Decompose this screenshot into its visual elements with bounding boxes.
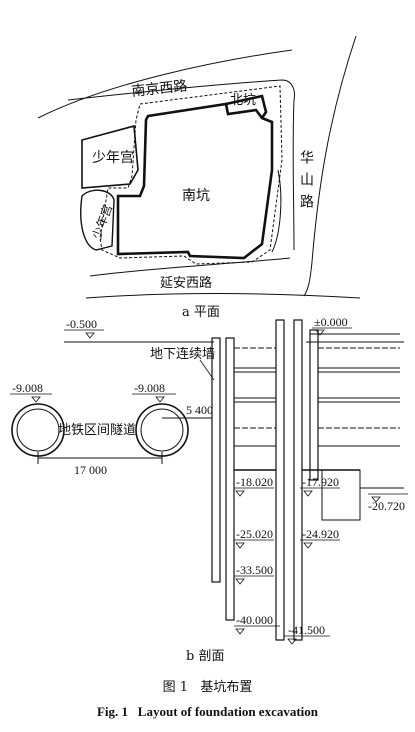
section-view	[10, 319, 408, 641]
label-subway-tunnel: 地铁区间隧道	[58, 422, 136, 438]
north-pit-outline	[225, 94, 268, 119]
elev-33500: -33.500	[236, 563, 273, 577]
label-south-pit: 南坑	[182, 188, 210, 204]
youth-palace-small-outline	[80, 189, 115, 251]
label-yanan-road: 延安西路	[160, 275, 212, 291]
site-boundary-dashed	[99, 85, 283, 265]
plan-view	[37, 35, 361, 299]
caption-english: Fig. 1 Layout of foundation excavation	[0, 704, 415, 720]
dim-tunnel-spacing: 17 000	[74, 463, 107, 477]
strut-levels	[234, 347, 400, 447]
diaphragm-wall-right-outer	[309, 329, 319, 481]
wall-label-leader	[199, 359, 215, 381]
label-nanjing-road: 南京西路	[131, 78, 188, 100]
elev-ground-right: ±0.000	[314, 315, 348, 329]
elev-20720: -20.720	[368, 499, 405, 513]
tunnel-right-outer	[135, 403, 189, 457]
diaphragm-wall-left-inner	[225, 337, 235, 621]
tunnel-left-inner	[16, 408, 60, 452]
label-diaphragm-wall: 地下连续墙	[150, 346, 215, 362]
caption-en-text: Layout of foundation excavation	[137, 704, 319, 719]
elev-24920: -24.920	[302, 527, 339, 541]
elev-ground-left: -0.500	[66, 317, 97, 331]
diaphragm-wall-middle	[275, 319, 285, 641]
yanan-road-curb-top	[89, 257, 291, 277]
section-subtitle: b 剖面	[186, 649, 224, 664]
yanan-road-curb-bottom	[85, 293, 361, 299]
deep-pit-right	[321, 469, 361, 521]
tunnel-right-inner	[140, 408, 184, 452]
elev-40000: -40.000	[236, 613, 273, 627]
nanjing-road-curb-top	[37, 49, 293, 119]
caption-cn-text: 基坑布置	[200, 680, 253, 695]
elevation-markers	[31, 329, 381, 645]
label-youth-palace-small: 少年宫	[89, 202, 115, 241]
south-pit-outline	[116, 102, 274, 260]
diaphragm-wall-right	[293, 319, 303, 641]
elev-tunnel-left: -9.008	[12, 381, 43, 395]
elev-25020: -25.020	[236, 527, 273, 541]
elev-18020: -18.020	[236, 475, 273, 489]
label-youth-palace: 少年宫	[92, 150, 134, 166]
diaphragm-wall-left-outer	[211, 337, 221, 583]
elev-tunnel-right: -9.008	[134, 381, 165, 395]
plan-subtitle: a 平面	[182, 305, 220, 320]
huashan-road-curb-left	[292, 99, 295, 251]
nanjing-road-curb-bottom	[67, 79, 295, 101]
huashan-tunnel-line	[271, 169, 282, 253]
caption-en-label: Fig. 1	[96, 704, 129, 719]
label-huashan-road: 华山路	[298, 150, 314, 216]
huashan-road-curb-right	[303, 35, 357, 297]
dim-wall-offset: 5 400	[186, 403, 213, 417]
caption-cn-label: 图 1	[162, 680, 188, 695]
youth-palace-outline	[81, 124, 139, 189]
elev-17920: -17.920	[302, 475, 339, 489]
label-north-pit: 北坑	[230, 93, 256, 108]
caption-chinese: 图 1 基坑布置	[0, 676, 415, 695]
elev-41500: -41.500	[288, 623, 325, 637]
tunnel-left-outer	[11, 403, 65, 457]
